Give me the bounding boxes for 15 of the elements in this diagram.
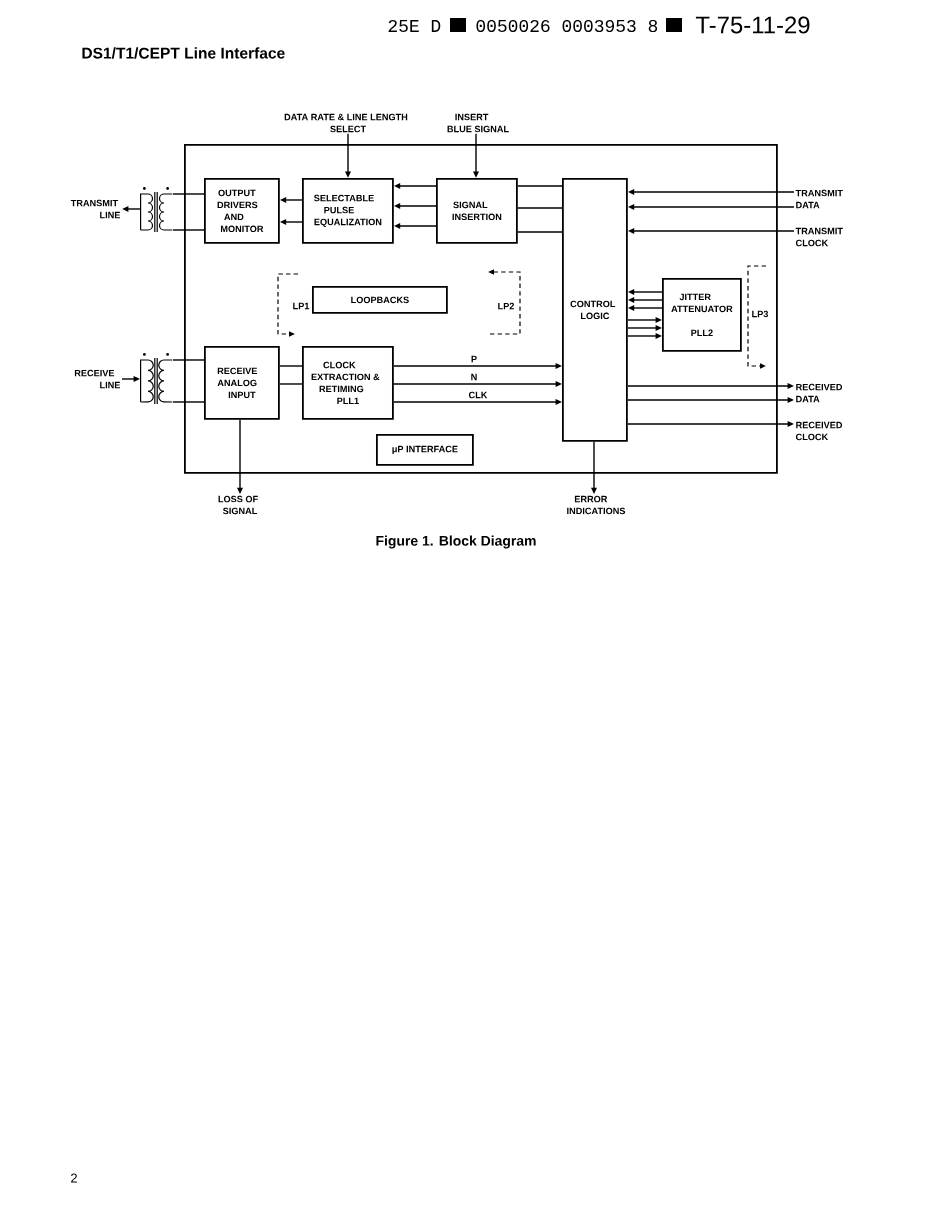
transformer-symbol [140, 353, 173, 405]
handwritten-code: T-75-11-29 [695, 16, 810, 34]
wire [517, 207, 563, 209]
wire [172, 401, 205, 403]
wire [172, 359, 205, 361]
transformer-symbol [140, 187, 173, 233]
wire [517, 185, 563, 187]
wire [279, 365, 303, 367]
device-outline [184, 144, 778, 474]
document-code: 0050026 0003953 8 [476, 19, 658, 33]
wire [279, 383, 303, 385]
wire [172, 229, 205, 231]
document-code: 25E D [388, 19, 441, 33]
wire [517, 231, 563, 233]
wire [172, 193, 205, 195]
